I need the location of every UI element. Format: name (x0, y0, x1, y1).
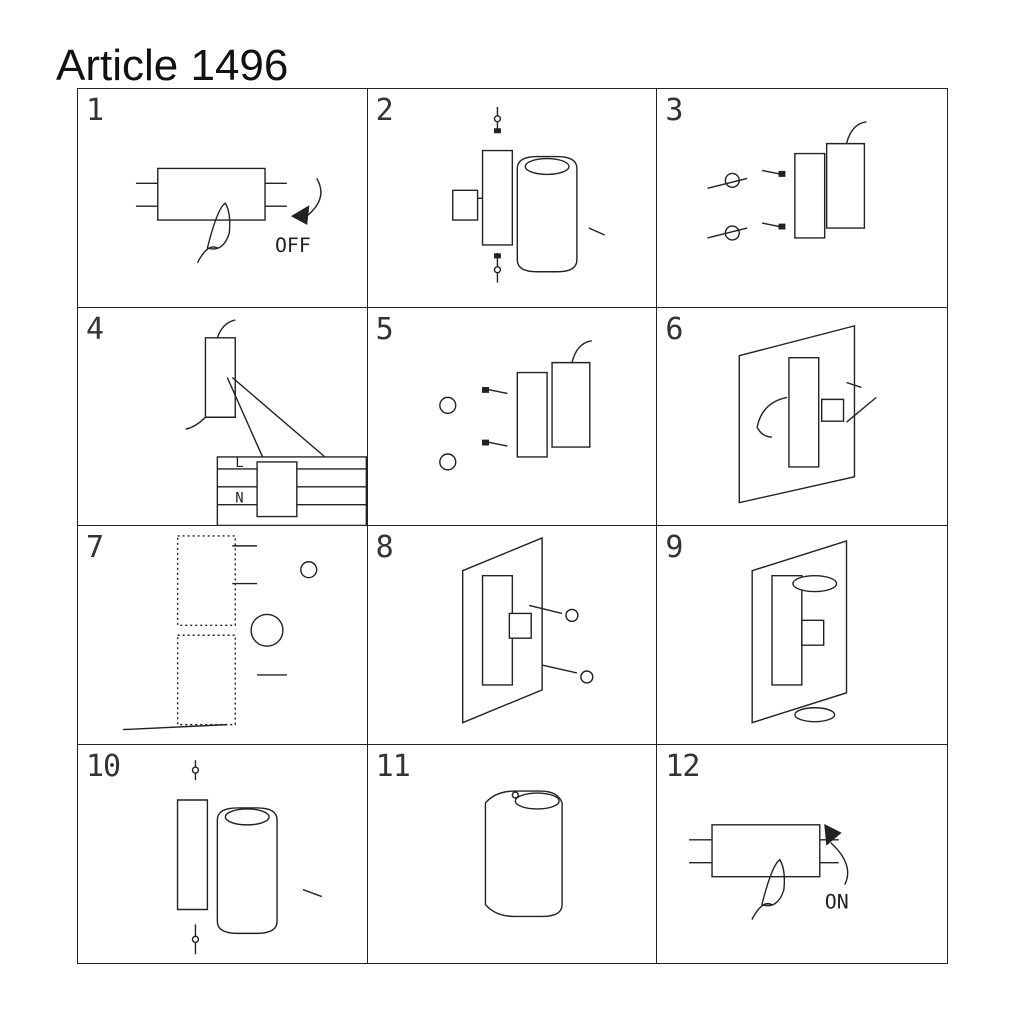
screw-icon (482, 440, 507, 446)
step-number: 10 (86, 748, 121, 784)
mounting-plate (517, 372, 547, 456)
finished-lamp-illustration (368, 745, 657, 964)
bulb-icon (795, 708, 835, 722)
drill-wall-illustration (78, 526, 367, 744)
lamp-housing (217, 807, 277, 932)
bulb-icon (793, 576, 837, 592)
mount-plate-illustration (368, 526, 657, 744)
rotate-arrow-icon (439, 397, 455, 413)
step-1-panel: 1 OFF (78, 89, 368, 308)
screw-icon (482, 387, 507, 393)
circuit-breaker-panel (158, 168, 265, 220)
mounting-plate (789, 357, 819, 466)
attach-housing-illustration (78, 745, 367, 964)
screw-icon (494, 107, 500, 133)
step-number: 6 (665, 311, 683, 347)
step-number: 9 (665, 530, 683, 565)
junction-box (205, 337, 235, 416)
step-12-panel: 12 ON (657, 745, 947, 964)
rotate-arrow-icon (726, 173, 740, 187)
circuit-breaker-panel (712, 824, 820, 876)
step-11-panel: 11 (368, 744, 658, 964)
step-number: 3 (665, 93, 683, 128)
step-8-panel: 8 (367, 526, 658, 745)
neutral-label: N (235, 490, 243, 506)
junction-box (827, 144, 865, 228)
lamp-housing (485, 791, 562, 916)
step-3-panel: 3 (657, 89, 947, 308)
rotate-arrow-icon (726, 226, 740, 240)
screw-icon (494, 253, 500, 283)
step-number: 2 (375, 93, 394, 128)
screw-icon (762, 223, 785, 229)
step-5-panel: 5 (367, 307, 658, 526)
step-7-panel: 7 (78, 526, 368, 745)
lamp-housing (517, 157, 577, 272)
rotate-arrow-icon (566, 609, 578, 621)
page-title: Article 1496 (56, 41, 289, 90)
rotate-arrow-icon (581, 671, 593, 683)
junction-box (452, 190, 477, 220)
junction-box (552, 362, 590, 446)
step-number: 11 (375, 748, 411, 784)
lamp-socket (822, 399, 844, 421)
mounting-plate (178, 800, 208, 909)
on-label: ON (825, 889, 849, 913)
off-label: OFF (275, 234, 311, 257)
mounting-plate (772, 576, 802, 685)
live-label: L (235, 454, 243, 470)
wiring-illustration: L N (78, 308, 367, 525)
instruction-grid: 1 OFF 2 3 (77, 88, 948, 964)
remove-housing-illustration (368, 89, 657, 307)
step-number: 1 (86, 93, 104, 128)
rotate-arrow-icon (301, 562, 317, 578)
wall-section (178, 536, 236, 625)
breaker-off-illustration: OFF (78, 89, 367, 307)
step-number: 12 (665, 748, 700, 784)
mounting-plate (482, 576, 512, 685)
step-number: 8 (375, 530, 394, 565)
step-number: 5 (375, 311, 394, 347)
step-2-panel: 2 (367, 89, 658, 308)
mounting-plate (795, 154, 825, 238)
mounting-plate (482, 151, 512, 245)
detail-icon (251, 614, 283, 646)
wall-section (178, 635, 236, 724)
screw-icon (762, 170, 785, 176)
step-number: 7 (86, 530, 104, 565)
screw-icon (192, 760, 198, 780)
step-4-panel: 4 L N (78, 307, 368, 526)
lamp-socket (509, 613, 531, 638)
connect-holder-illustration (657, 308, 947, 526)
screw-plate-illustration (368, 308, 657, 526)
step-9-panel: 9 (657, 526, 947, 745)
step-6-panel: 6 (657, 308, 947, 526)
unscrew-plate-illustration (657, 89, 947, 307)
screw-icon (192, 924, 198, 954)
step-10-panel: 10 (78, 744, 368, 964)
lamp-socket (802, 620, 824, 645)
breaker-on-illustration: ON (657, 745, 849, 964)
rotate-arrow-icon (439, 453, 455, 469)
step-number: 4 (86, 311, 104, 347)
insert-bulbs-illustration (657, 526, 947, 744)
